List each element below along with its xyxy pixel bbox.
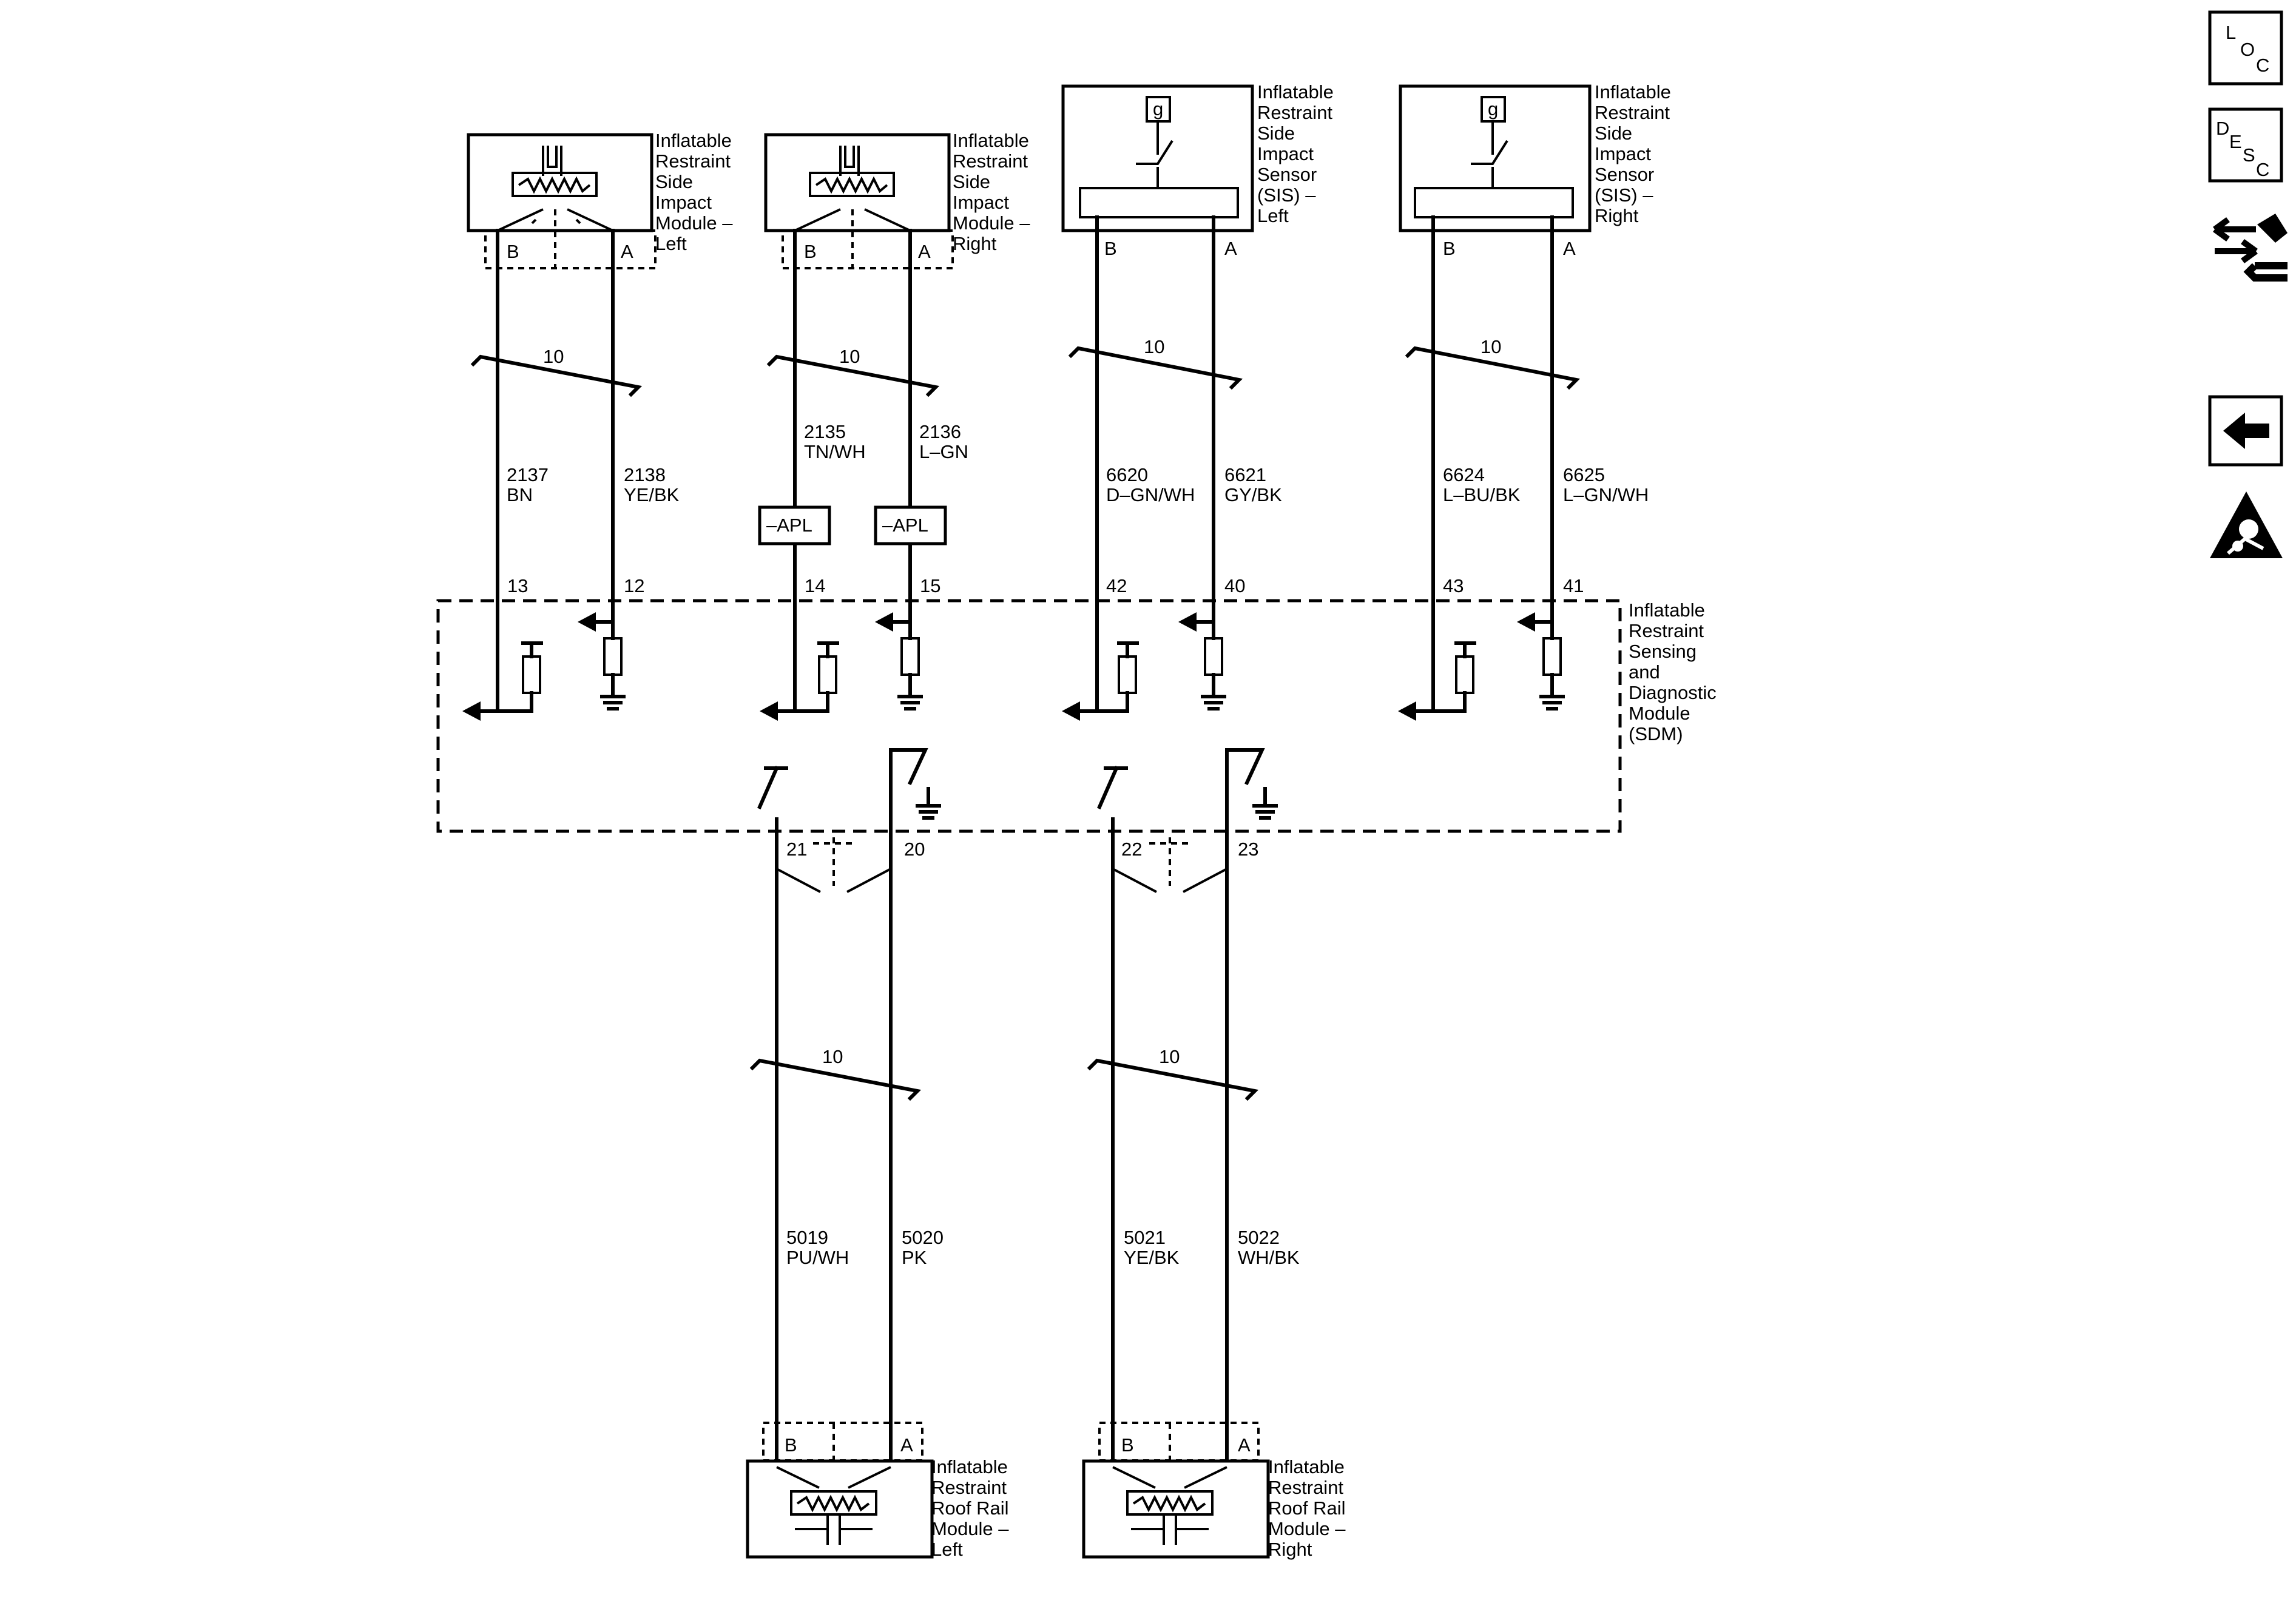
loc-button-icon[interactable] (2208, 10, 2283, 86)
twist-label: 10 (1159, 1046, 1180, 1067)
side-impact-sensor-right: g B A Inflatable Restraint Side Impact S… (1399, 81, 1676, 259)
sdm-pin-23: 23 (1238, 839, 1258, 860)
pin-a: A (1238, 1434, 1251, 1456)
sdm-output-switches (757, 748, 1278, 876)
desc-c: C (2256, 159, 2269, 180)
sdm-pin-13: 13 (507, 575, 528, 596)
loc-c: C (2256, 55, 2269, 76)
side-impact-module-right: B A Inflatable Restraint Side Impact Mod… (764, 130, 1035, 269)
top-wires (496, 215, 1554, 713)
sdm-pin-42: 42 (1106, 575, 1127, 596)
twist-label: 10 (1144, 336, 1164, 357)
component-label: Inflatable Restraint Roof Rail Module – … (1268, 1456, 1351, 1560)
pin-a: A (1224, 238, 1237, 259)
pin-b: B (1121, 1434, 1134, 1456)
loc-l: L (2226, 22, 2236, 43)
side-impact-sensor-left: g B A Inflatable Restraint Side Impact S… (1061, 81, 1339, 259)
roof-rail-module-left: B A Inflatable Restraint Roof Rail Modul… (746, 1422, 1014, 1560)
desc-s: S (2243, 144, 2255, 166)
pin-b: B (1443, 238, 1456, 259)
desc-button[interactable]: D E S C (2208, 107, 2283, 183)
apl-indicators: –APL –APL (758, 505, 947, 545)
sensor-tag: g (1153, 98, 1163, 120)
pin-a: A (900, 1434, 913, 1456)
sensor-tag: g (1488, 98, 1498, 120)
sdm-pin-22: 22 (1121, 839, 1142, 860)
sdm-pin-21: 21 (786, 839, 807, 860)
roof-rail-module-right: B A Inflatable Restraint Roof Rail Modul… (1082, 1422, 1351, 1560)
pin-a: A (1563, 238, 1576, 259)
pin-a: A (621, 241, 633, 262)
sdm-pin-41: 41 (1563, 575, 1584, 596)
twist-label: 10 (822, 1046, 843, 1067)
sdm-module: Inflatable Restraint Sensing and Diagnos… (436, 575, 1721, 860)
component-label: Inflatable Restraint Side Impact Sensor … (1257, 81, 1339, 226)
sdm-internal-circuits (462, 612, 1565, 721)
pin-b: B (507, 241, 519, 262)
desc-d: D (2216, 118, 2229, 139)
desc-button-icon[interactable] (2208, 107, 2283, 183)
sdm-pin-12: 12 (624, 575, 644, 596)
sdm-connector-shorting-bars (776, 837, 1227, 893)
side-impact-module-left: B A Inflatable Restraint Side Impact Mod… (467, 130, 738, 269)
component-label: Inflatable Restraint Side Impact Module … (953, 130, 1035, 254)
pin-b: B (804, 241, 817, 262)
twist-label: 10 (1481, 336, 1501, 357)
connector-repair-icon[interactable] (2213, 214, 2288, 282)
sdm-pin-15: 15 (920, 575, 940, 596)
component-label: Inflatable Restraint Side Impact Sensor … (1595, 81, 1676, 226)
airbag-warning-icon[interactable] (2210, 491, 2283, 558)
pin-b: B (1104, 238, 1117, 259)
twist-label: 10 (543, 346, 564, 367)
component-label: Inflatable Restraint Sensing and Diagnos… (1629, 599, 1721, 744)
desc-e: E (2229, 131, 2242, 152)
loc-button[interactable]: L O C (2208, 10, 2283, 86)
sdm-pin-40: 40 (1224, 575, 1245, 596)
twist-label: 10 (839, 346, 860, 367)
apl-label: –APL (882, 515, 928, 536)
sdm-pin-43: 43 (1443, 575, 1464, 596)
pin-b: B (785, 1434, 797, 1456)
sdm-pin-14: 14 (805, 575, 825, 596)
apl-label: –APL (766, 515, 812, 536)
back-button[interactable] (2208, 395, 2283, 467)
loc-o: O (2240, 39, 2255, 60)
component-label: Inflatable Restraint Side Impact Module … (655, 130, 738, 254)
component-label: Inflatable Restraint Roof Rail Module – … (931, 1456, 1014, 1560)
bottom-wires: 10 10 (749, 872, 1259, 1469)
pin-a: A (918, 241, 931, 262)
sdm-pin-20: 20 (904, 839, 925, 860)
twisted-pair-markers: 10 10 10 10 (470, 336, 1581, 397)
